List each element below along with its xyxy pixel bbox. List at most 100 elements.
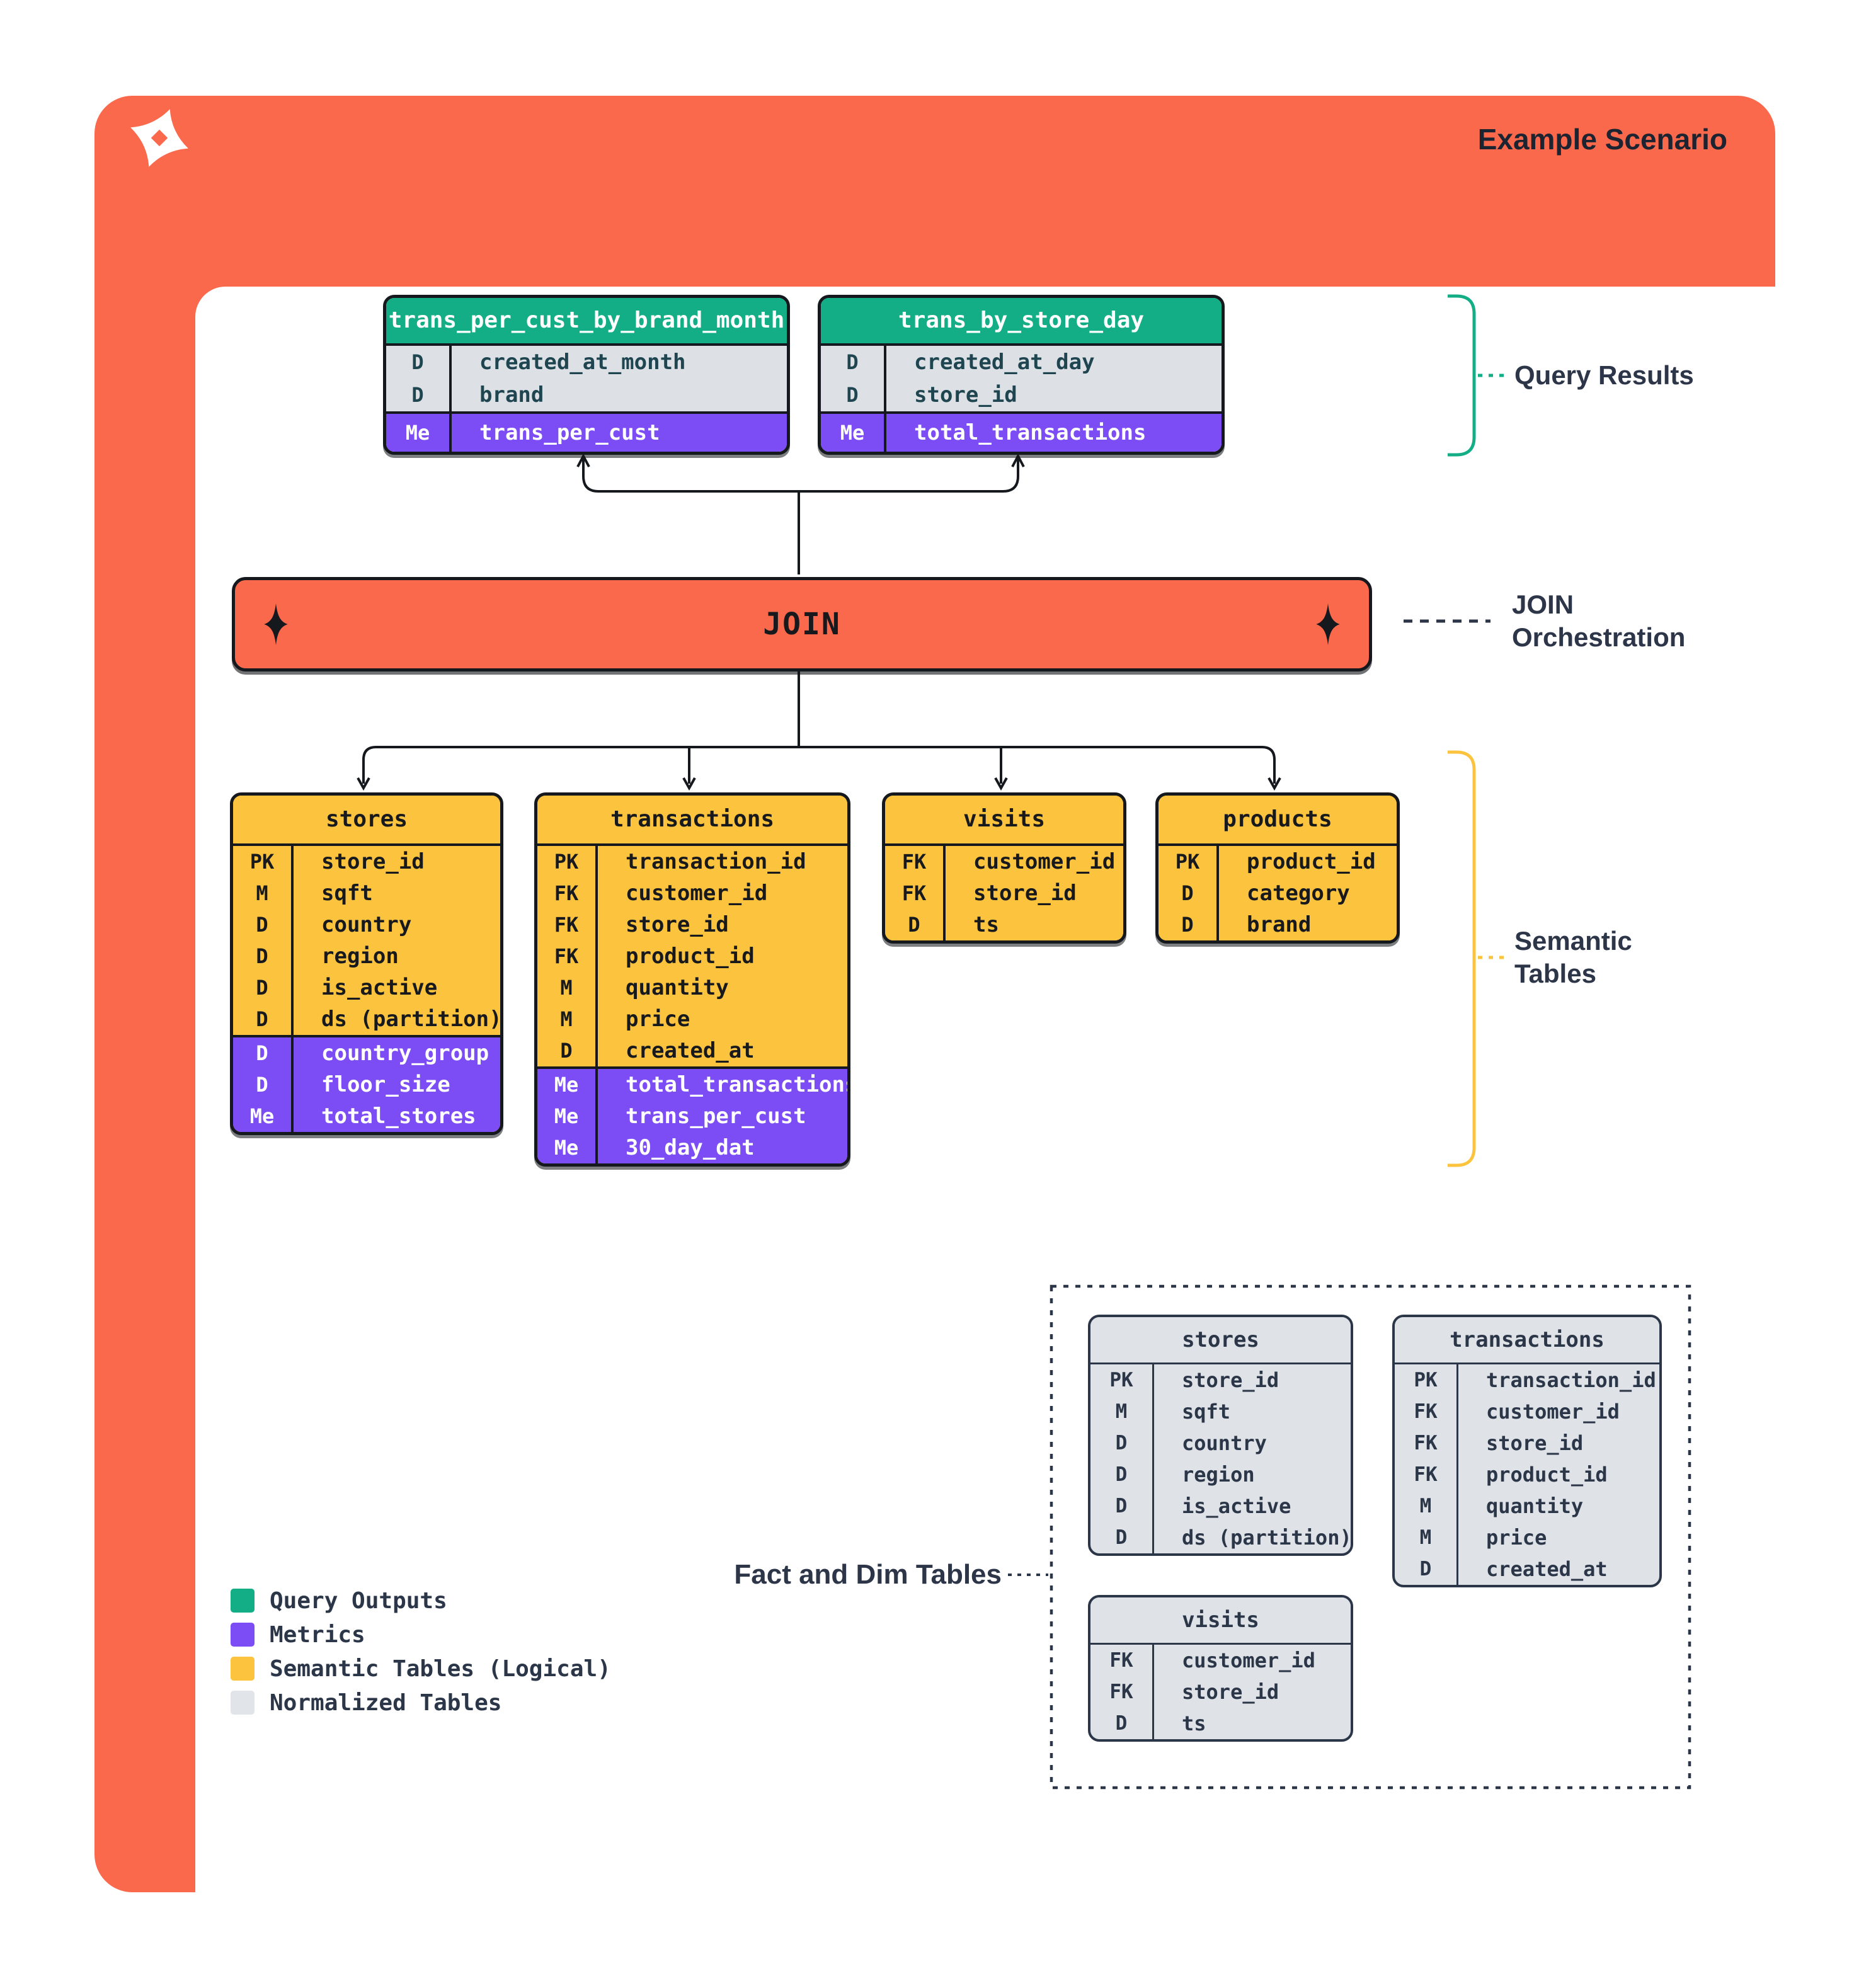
column-name: is_active [321, 975, 438, 1000]
column-key: M [1395, 1490, 1458, 1522]
column-name: region [321, 944, 399, 969]
column-name: customer_id [973, 849, 1116, 874]
column-name: customer_id [1486, 1400, 1620, 1424]
column-name: customer_id [626, 881, 768, 906]
legend-label: Metrics [270, 1621, 365, 1648]
column-name: store_id [973, 881, 1077, 906]
column-name: price [1486, 1526, 1547, 1550]
table-row: Me trans_per_cust [386, 414, 787, 452]
column-key: PK [1159, 846, 1219, 877]
column-name: created_at [1486, 1557, 1608, 1581]
legend-item: Query Outputs [231, 1584, 611, 1618]
table-row: FK product_id [1395, 1459, 1659, 1490]
column-key: D [821, 379, 886, 411]
join-orchestration-line1: JOIN [1512, 590, 1574, 619]
column-key: M [537, 1003, 598, 1035]
page-title: Example Scenario [1477, 123, 1727, 156]
column-key: D [821, 346, 886, 379]
table-title: visits [885, 796, 1123, 846]
column-name: brand [1247, 912, 1312, 937]
column-key: Me [537, 1100, 598, 1132]
column-key: D [1090, 1708, 1154, 1739]
column-name: store_id [914, 382, 1017, 408]
column-key: D [1090, 1427, 1154, 1459]
column-name: transaction_id [626, 849, 806, 874]
metric-rows: Me trans_per_cust [386, 411, 787, 452]
column-key: Me [821, 414, 886, 452]
query-results-label: Query Results [1514, 360, 1694, 390]
column-key: D [1159, 877, 1219, 909]
column-name: store_id [1182, 1368, 1279, 1392]
column-key: Me [386, 414, 452, 452]
column-key: D [233, 972, 294, 1003]
table-row: FK customer_id [885, 846, 1123, 877]
column-key: M [233, 877, 294, 909]
column-name: created_at_day [914, 350, 1095, 375]
column-name: ds (partition) [321, 1007, 502, 1032]
column-name: customer_id [1182, 1648, 1315, 1672]
column-name: transaction_id [1486, 1368, 1656, 1392]
column-name: ds (partition) [1182, 1526, 1352, 1550]
column-name: trans_per_cust [479, 420, 660, 445]
column-key: D [386, 379, 452, 411]
semantic-tables-line1: Semantic [1514, 926, 1632, 956]
table-row: PK store_id [1090, 1364, 1351, 1396]
column-key: FK [885, 846, 946, 877]
legend-item: Normalized Tables [231, 1686, 611, 1720]
table-row: Me trans_per_cust [537, 1100, 847, 1132]
column-key: PK [1090, 1364, 1154, 1396]
column-key: FK [1395, 1427, 1458, 1459]
column-name: product_id [1247, 849, 1376, 874]
column-name: trans_per_cust [626, 1104, 806, 1129]
column-key: D [233, 1037, 294, 1069]
table-title: trans_per_cust_by_brand_month [386, 298, 787, 346]
legend-item: Metrics [231, 1618, 611, 1652]
column-key: FK [1395, 1459, 1458, 1490]
legend-item: Semantic Tables (Logical) [231, 1652, 611, 1686]
column-key: FK [1090, 1645, 1154, 1676]
table-row: PK product_id [1159, 846, 1397, 877]
column-name: product_id [1486, 1463, 1608, 1487]
column-name: category [1247, 881, 1350, 906]
join-orchestration-label: JOIN Orchestration [1512, 588, 1685, 654]
column-key: FK [537, 940, 598, 972]
column-key: FK [537, 877, 598, 909]
column-key: D [233, 909, 294, 940]
column-key: PK [537, 846, 598, 877]
sparkle-icon [264, 603, 288, 645]
column-name: country [321, 912, 412, 937]
column-name: store_id [321, 849, 425, 874]
